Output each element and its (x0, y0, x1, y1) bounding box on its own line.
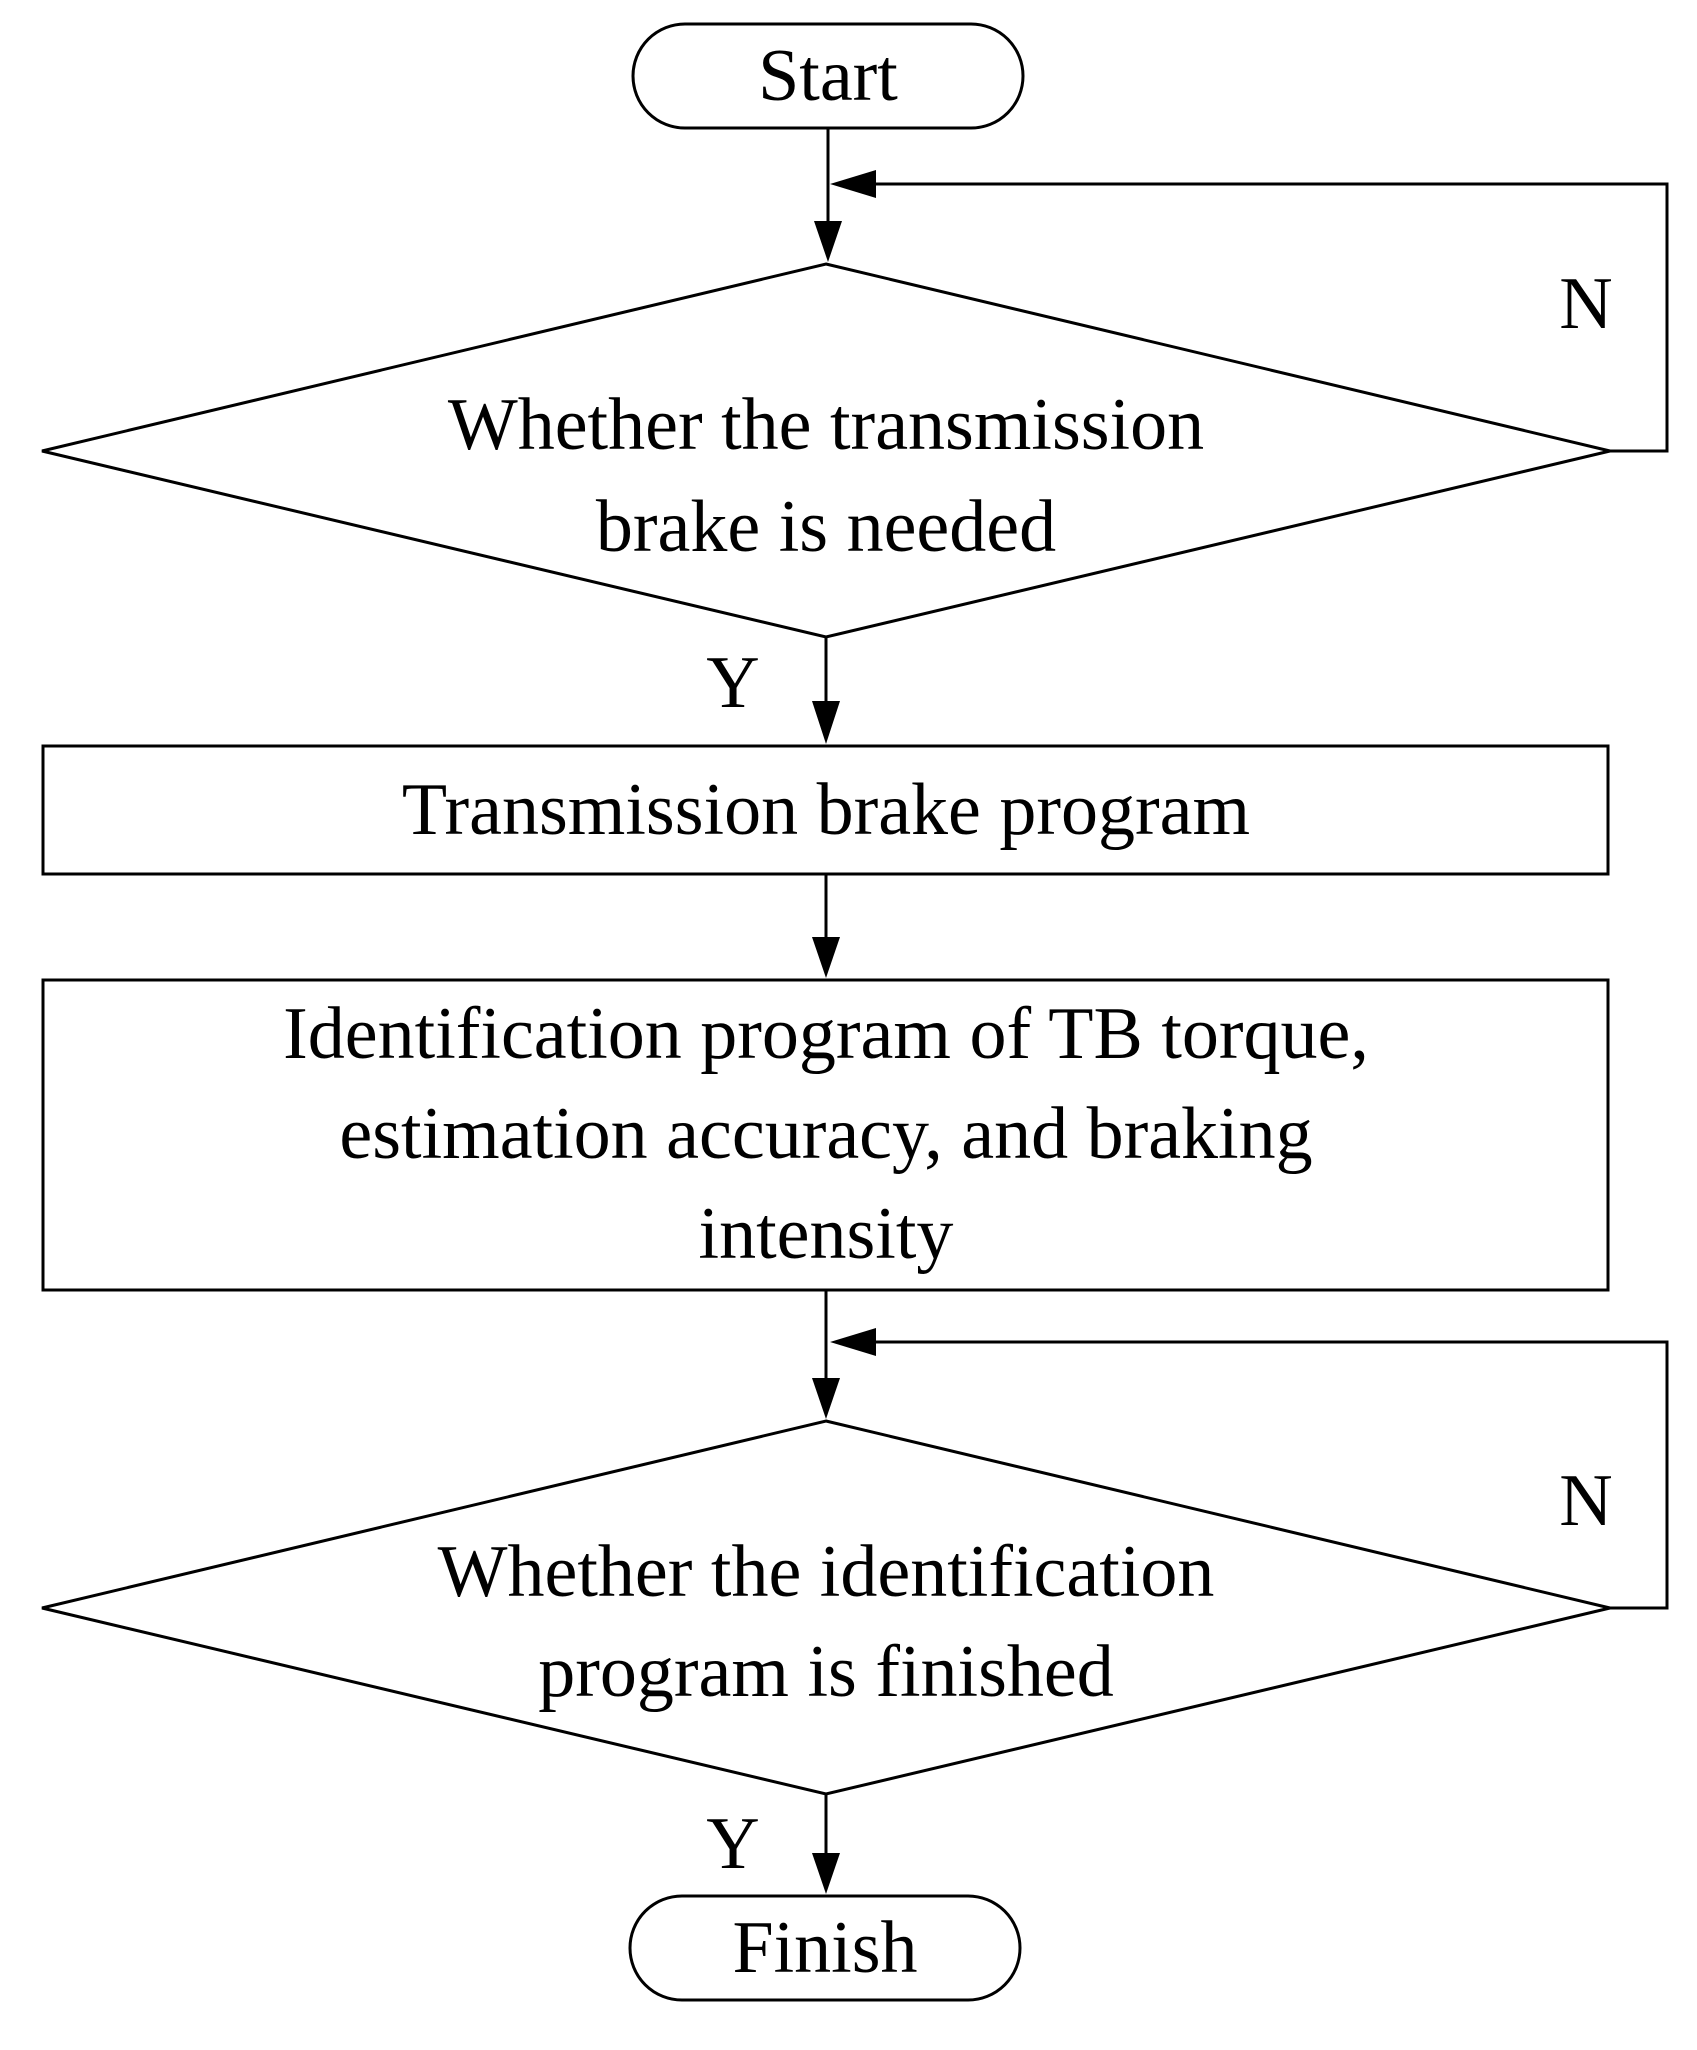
decision2-yes-label: Y (706, 1803, 759, 1885)
arrowhead-decision1-no-loop (830, 170, 876, 198)
start-label: Start (758, 35, 898, 117)
decision1-yes-label: Y (706, 642, 759, 724)
decision2-no-label: N (1559, 1460, 1612, 1542)
arrowhead-start-to-decision1 (814, 221, 842, 262)
decision2-label-line1: Whether the identification (438, 1531, 1215, 1613)
process1-label: Transmission brake program (402, 769, 1250, 851)
decision1-label-line1: Whether the transmission (448, 384, 1204, 466)
process2-label-line1: Identification program of TB torque, (283, 993, 1369, 1075)
process2-label-line2: estimation accuracy, and braking (339, 1093, 1312, 1175)
decision1-no-label: N (1559, 263, 1612, 345)
arrowhead-process1-to-process2 (812, 937, 840, 978)
arrowhead-process2-to-decision2 (812, 1378, 840, 1419)
finish-label: Finish (732, 1907, 917, 1989)
finish-terminator (628, 1894, 1022, 2002)
arrowhead-decision2-yes (812, 1853, 840, 1894)
connector-decision2-no-loop (872, 1340, 1669, 1610)
process1-box (41, 744, 1610, 876)
process2-box (41, 978, 1610, 1292)
decision1-label-line2: brake is needed (596, 486, 1056, 568)
connector-decision1-no-loop (872, 182, 1669, 453)
arrowhead-decision2-no-loop (830, 1328, 876, 1356)
process2-label-line3: intensity (699, 1193, 954, 1275)
arrowhead-decision1-yes (812, 701, 840, 744)
decision2-label-line2: program is finished (538, 1631, 1113, 1713)
